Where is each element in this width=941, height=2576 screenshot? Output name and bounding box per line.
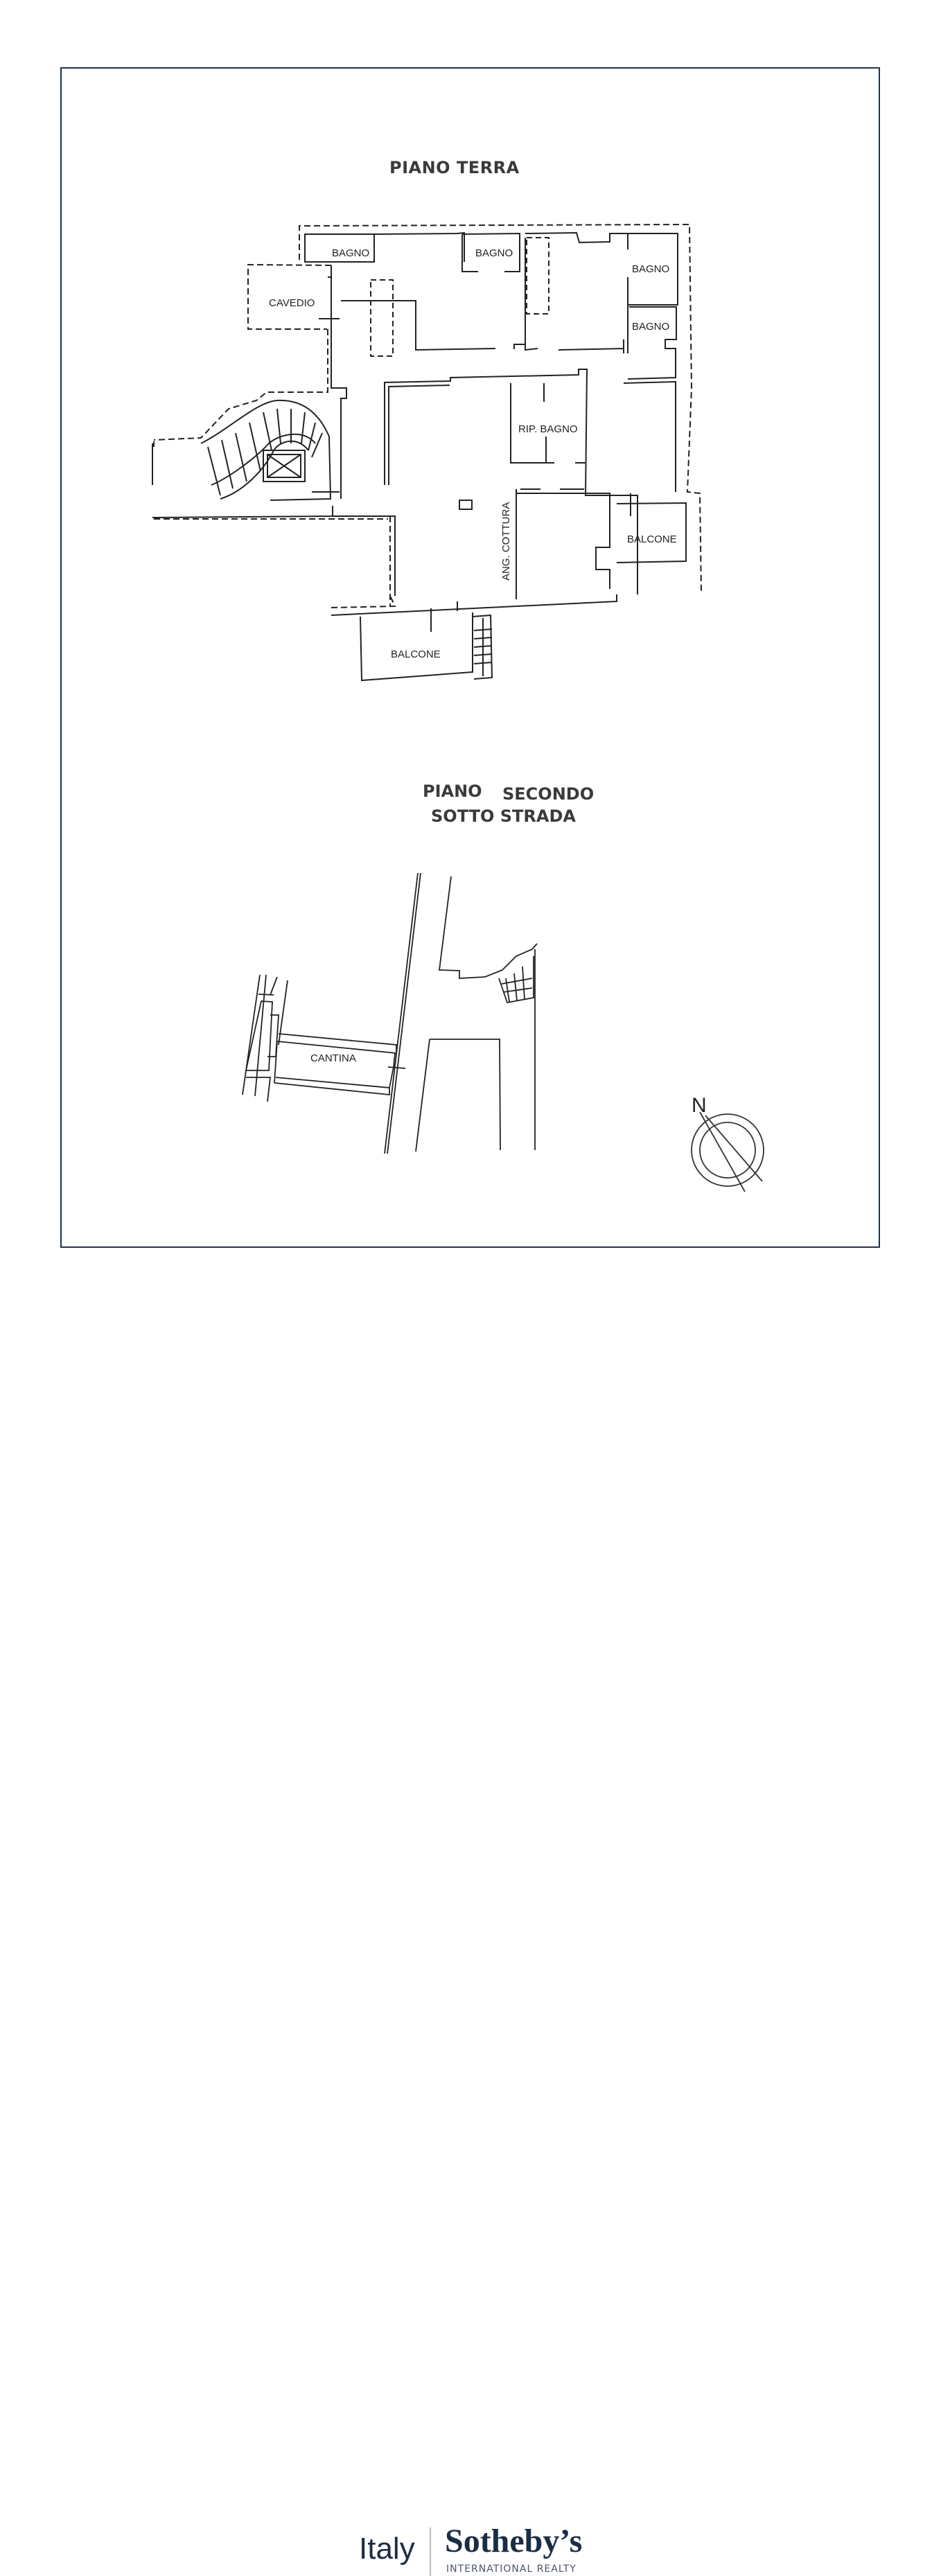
room-label-balcone: BALCONE [391, 649, 441, 660]
logo-region-text: Italy [359, 2532, 415, 2566]
logo-subtitle: INTERNATIONAL REALTY [446, 2564, 577, 2575]
basement-plan [242, 872, 538, 1154]
ground-floor-title: PIANO TERRA [389, 158, 520, 177]
room-label-cantina: CANTINA [310, 1052, 356, 1064]
room-label-rip-bagno: RIP. BAGNO [518, 423, 578, 435]
page-frame [60, 67, 880, 1248]
room-label-balcone: BALCONE [627, 533, 677, 545]
logo-brand-text: Sotheby’s [445, 2523, 583, 2559]
logo-divider [430, 2528, 431, 2576]
ground-floor-plan [152, 223, 702, 682]
room-label-bagno: BAGNO [332, 247, 369, 259]
basement-title-secondo: SECONDO [502, 784, 595, 804]
floor-plans: BAGNO BAGNO BAGNO BAGNO CAVEDIO RIP. BAG… [152, 223, 764, 1192]
room-label-ang-cottura: ANG. COTTURA [500, 502, 512, 581]
room-label-cavedio: CAVEDIO [269, 297, 315, 309]
compass-icon [691, 1111, 764, 1192]
basement-title-sotto-strada: SOTTO STRADA [431, 806, 576, 826]
room-label-bagno: BAGNO [632, 321, 669, 333]
basement-title-piano: PIANO [423, 782, 482, 801]
compass-north-label: N [692, 1094, 707, 1117]
room-label-bagno: BAGNO [632, 263, 669, 275]
room-label-bagno: BAGNO [475, 247, 513, 259]
footer-logo: Italy Sotheby’s INTERNATIONAL REALTY [0, 1260, 941, 2576]
